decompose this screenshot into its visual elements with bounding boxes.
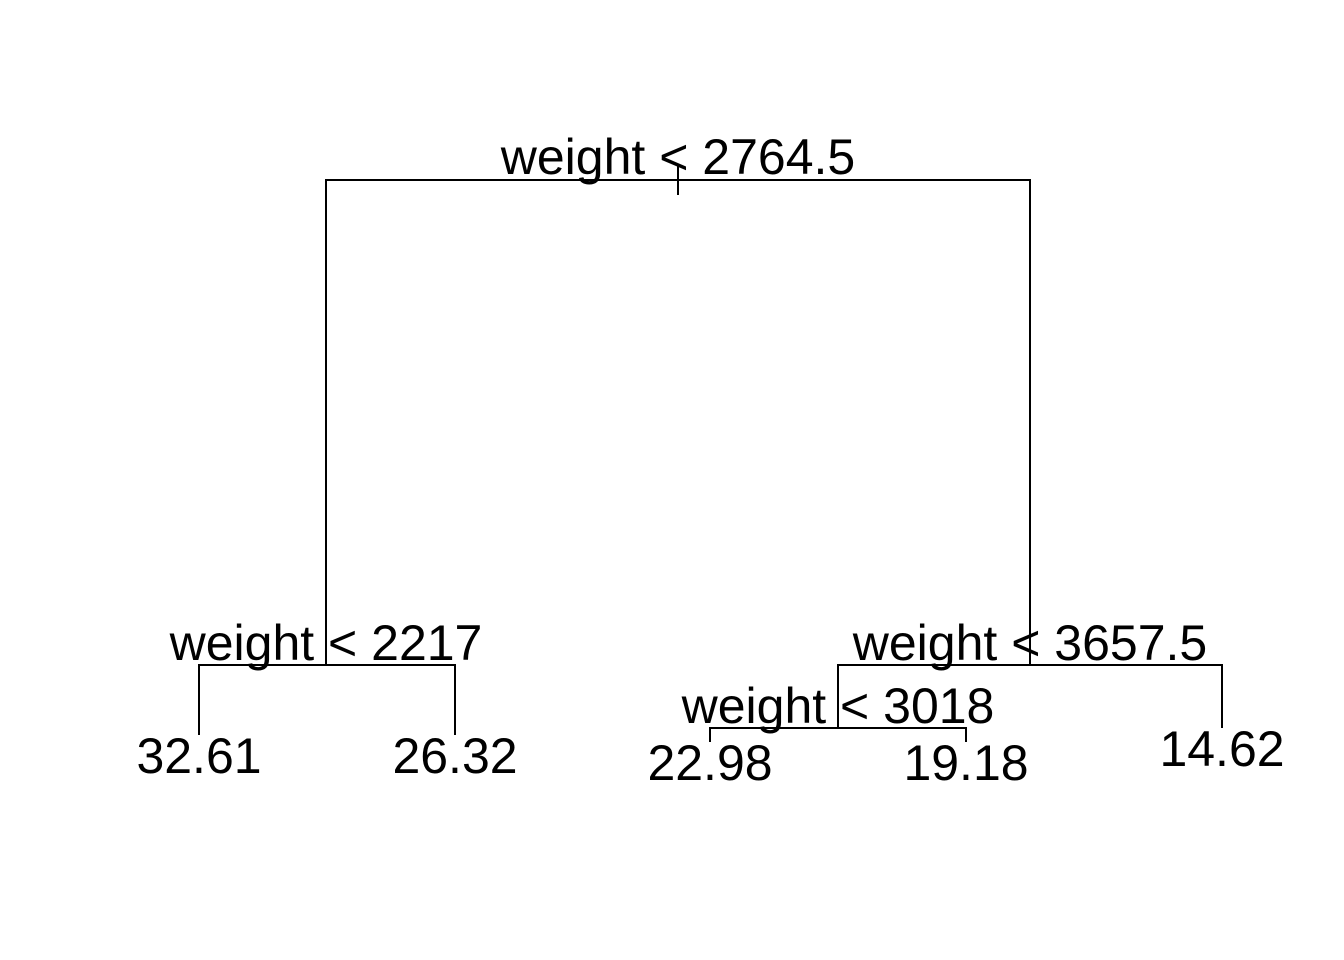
root-split-node: weight < 2764.5 xyxy=(325,129,1031,665)
leaf-value: 22.98 xyxy=(647,735,772,791)
right-split-node: weight < 3657.5 xyxy=(837,615,1223,728)
leaf-value: 26.32 xyxy=(392,728,517,784)
leaf-value: 19.18 xyxy=(903,735,1028,791)
root-split-label: weight < 2764.5 xyxy=(500,129,855,185)
leaf-value: 14.62 xyxy=(1159,721,1284,777)
right-split-label: weight < 3657.5 xyxy=(852,615,1207,671)
left-split-label: weight < 2217 xyxy=(169,615,483,671)
left-split-branch xyxy=(198,664,456,735)
right-left-split-branch xyxy=(709,727,967,742)
right-left-split-label: weight < 3018 xyxy=(681,678,995,734)
root-branch xyxy=(325,179,1031,665)
left-split-node: weight < 2217 xyxy=(169,615,483,735)
right-split-branch xyxy=(837,664,1223,728)
right-left-split-node: weight < 3018 xyxy=(681,678,995,742)
leaf-value: 32.61 xyxy=(136,728,261,784)
